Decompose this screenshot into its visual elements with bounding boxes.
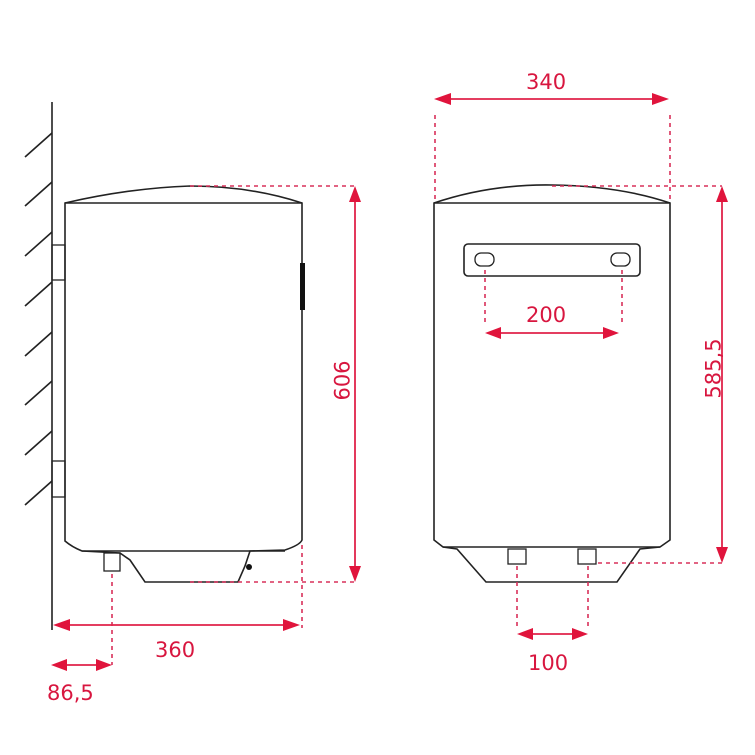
pipe-spacing-label: 100 <box>528 651 569 675</box>
wall-hatching <box>24 132 53 506</box>
mounting-bracket <box>463 243 641 277</box>
pipe-offset-label: 86,5 <box>47 681 94 705</box>
width-label: 340 <box>526 70 567 94</box>
front-pipe-left <box>507 548 527 565</box>
bracket-hole-left <box>474 252 495 267</box>
front-pipe-right <box>577 548 597 565</box>
bracket-hole-right <box>610 252 631 267</box>
front-view <box>433 93 728 640</box>
bracket-spacing-label: 200 <box>526 303 567 327</box>
height-label: 606 <box>330 360 355 401</box>
side-view <box>24 102 361 671</box>
side-tank-body <box>64 185 303 583</box>
lower-wall-bracket <box>51 460 66 498</box>
side-pipe-stub <box>103 552 121 572</box>
depth-label: 360 <box>155 638 196 662</box>
drain-knob <box>246 564 252 570</box>
front-tank-body <box>433 184 671 583</box>
side-control-panel <box>300 263 305 310</box>
height-to-pipes-label: 585,5 <box>701 338 726 399</box>
upper-wall-bracket <box>51 244 66 281</box>
